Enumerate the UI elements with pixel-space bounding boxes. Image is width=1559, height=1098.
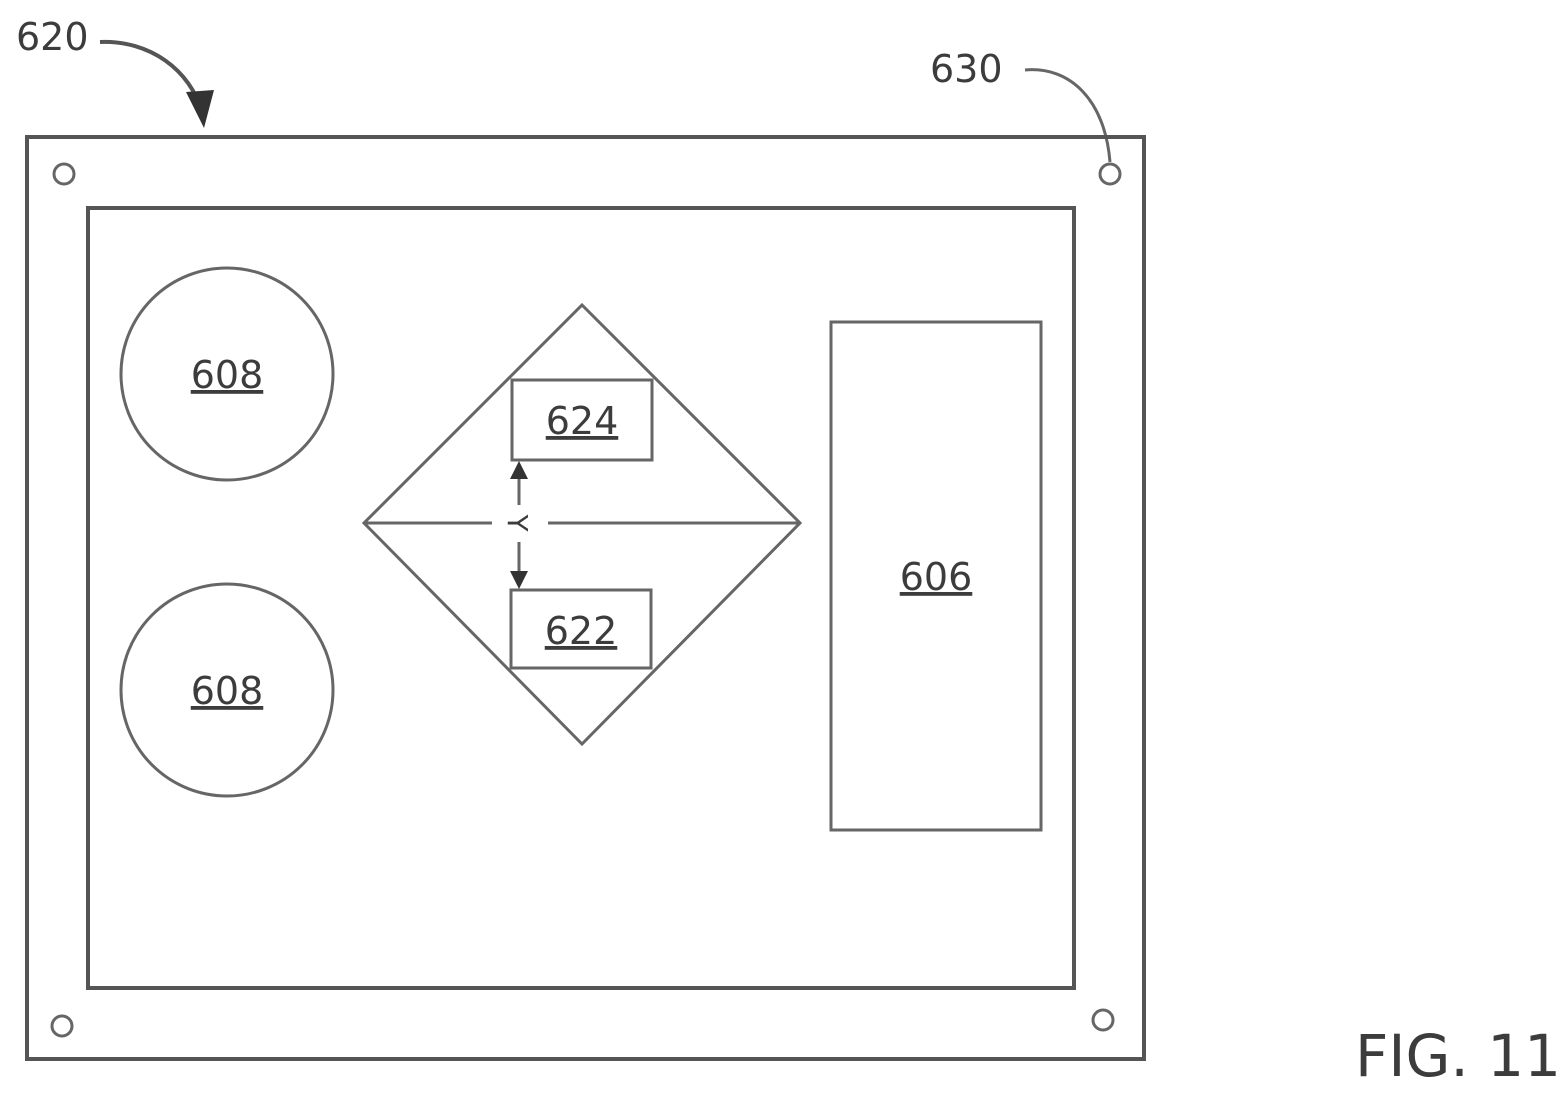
mount-hole-bottom-right — [1093, 1010, 1113, 1030]
leader-arrow-620 — [100, 42, 202, 112]
mount-hole-bottom-left — [52, 1016, 72, 1036]
leader-arrowhead-620 — [186, 90, 214, 128]
right-panel-label: 606 — [900, 555, 973, 599]
ref-label-620: 620 — [16, 15, 89, 59]
leader-line-630 — [1025, 70, 1110, 162]
outer-panel — [27, 137, 1144, 1059]
gap-symbol: Y — [501, 513, 534, 532]
upper-circle-label: 608 — [191, 353, 264, 397]
figure-caption: FIG. 11 — [1355, 1022, 1559, 1090]
mount-hole-top-right — [1100, 164, 1120, 184]
upper-box-label: 624 — [546, 399, 619, 443]
lower-box-label: 622 — [545, 609, 618, 653]
ref-label-630: 630 — [930, 47, 1003, 91]
mount-hole-top-left — [54, 164, 74, 184]
lower-circle-label: 608 — [191, 669, 264, 713]
